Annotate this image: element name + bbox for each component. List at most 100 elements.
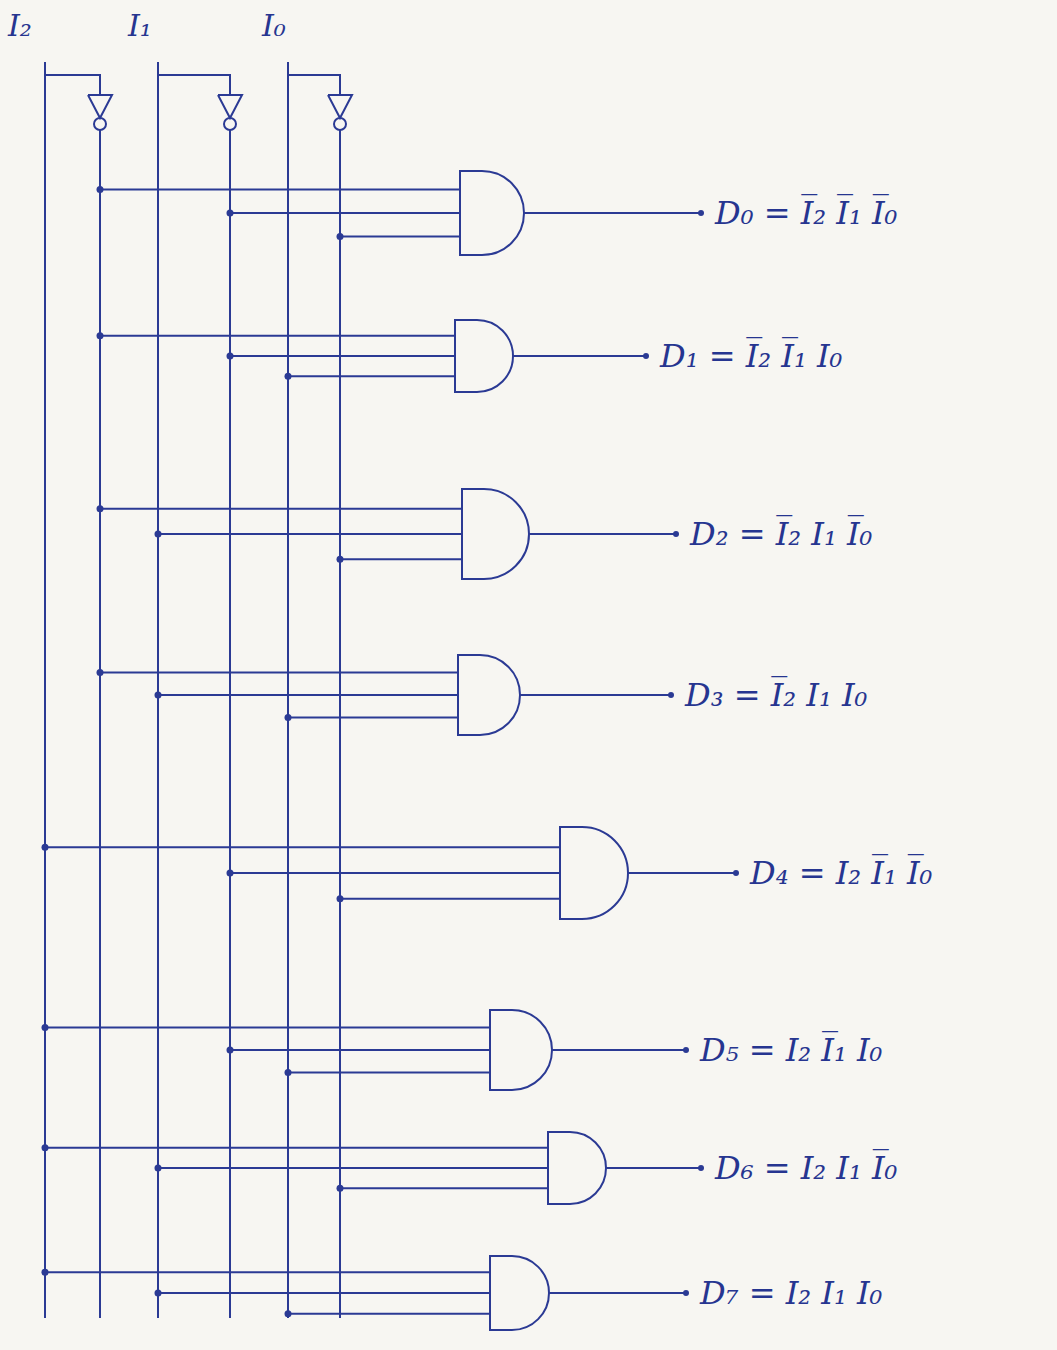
gate-input-wire (340, 1187, 548, 1189)
gate-input-wire (45, 1027, 490, 1029)
junction-dot (337, 895, 344, 902)
junction-dot (285, 1310, 292, 1317)
gate-input-wire (340, 236, 460, 238)
output-terminal (733, 870, 739, 876)
junction-dot (97, 505, 104, 512)
inverter-bubble (334, 118, 346, 130)
junction-dot (155, 692, 162, 699)
output-equation: D₃ = I̅₂ I₁ I₀ (685, 676, 867, 714)
not-gate (218, 95, 242, 118)
junction-dot (227, 210, 234, 217)
output-terminal (668, 692, 674, 698)
and-gate (97, 320, 650, 392)
output-equation: D₀ = I̅₂ I̅₁ I̅₀ (715, 194, 897, 232)
output-terminal (643, 353, 649, 359)
gate-input-wire (158, 1167, 548, 1169)
junction-dot (97, 669, 104, 676)
gate-input-wire (230, 872, 560, 874)
output-wire (549, 1292, 686, 1294)
output-wire (520, 694, 671, 696)
gate-input-wire (100, 508, 462, 510)
not-gate (88, 95, 112, 118)
and-gate (97, 489, 680, 579)
junction-dot (227, 1047, 234, 1054)
input-line (157, 62, 159, 1318)
and-gate (42, 827, 740, 919)
gate-input-wire (230, 212, 460, 214)
and-gate (97, 171, 705, 255)
input-label: I₀ (262, 8, 286, 44)
gate-input-wire (340, 558, 462, 560)
junction-dot (42, 1024, 49, 1031)
inverter-bubble (224, 118, 236, 130)
output-equation: D₄ = I₂ I̅₁ I̅₀ (750, 854, 932, 892)
gate-input-wire (158, 694, 458, 696)
junction-dot (155, 1290, 162, 1297)
gate-input-wire (158, 533, 462, 535)
junction-dot (227, 353, 234, 360)
inverter-bubble (94, 118, 106, 130)
input-line (287, 62, 289, 1318)
not-gate (328, 95, 352, 118)
and-gate (97, 655, 675, 735)
junction-dot (285, 373, 292, 380)
junction-dot (155, 1165, 162, 1172)
output-wire (628, 872, 736, 874)
gate-input-wire (45, 1147, 548, 1149)
gate-input-wire (340, 898, 560, 900)
junction-dot (227, 870, 234, 877)
junction-dot (42, 1144, 49, 1151)
output-wire (513, 355, 646, 357)
gate-input-wire (230, 355, 455, 357)
input-line (44, 62, 46, 1318)
output-terminal (683, 1047, 689, 1053)
output-equation: D₁ = I̅₂ I̅₁ I₀ (660, 337, 842, 375)
output-wire (524, 212, 701, 214)
junction-dot (42, 844, 49, 851)
junction-dot (155, 531, 162, 538)
complement-line (229, 130, 231, 1318)
complement-line (339, 130, 341, 1318)
junction-dot (337, 556, 344, 563)
output-wire (552, 1049, 686, 1051)
output-terminal (698, 1165, 704, 1171)
and-gate (42, 1132, 705, 1204)
gate-input-wire (100, 335, 455, 337)
input-label: I₂ (8, 8, 32, 44)
output-equation: D₅ = I₂ I̅₁ I₀ (700, 1031, 882, 1069)
output-wire (529, 533, 676, 535)
gate-input-wire (45, 1271, 490, 1273)
junction-dot (337, 233, 344, 240)
junction-dot (97, 186, 104, 193)
and-gate (42, 1256, 690, 1330)
junction-dot (285, 1069, 292, 1076)
junction-dot (42, 1269, 49, 1276)
output-equation: D₆ = I₂ I₁ I̅₀ (715, 1149, 897, 1187)
wiring (42, 62, 740, 1330)
gate-input-wire (100, 188, 460, 190)
gate-input-wire (158, 1292, 490, 1294)
gate-input-wire (288, 1313, 490, 1315)
junction-dot (97, 332, 104, 339)
gate-input-wire (45, 846, 560, 848)
input-label: I₁ (128, 8, 152, 44)
output-terminal (698, 210, 704, 216)
output-terminal (683, 1290, 689, 1296)
junction-dot (337, 1185, 344, 1192)
output-terminal (673, 531, 679, 537)
complement-line (99, 130, 101, 1318)
gate-input-wire (288, 716, 458, 718)
inverter-branch (288, 75, 340, 95)
inverter-branch (158, 75, 230, 95)
gate-input-wire (100, 672, 458, 674)
gate-input-wire (288, 1071, 490, 1073)
output-equation: D₇ = I₂ I₁ I₀ (700, 1274, 882, 1312)
gate-input-wire (288, 375, 455, 377)
inverter-branch (45, 75, 100, 95)
output-equation: D₂ = I̅₂ I₁ I̅₀ (690, 515, 872, 553)
junction-dot (285, 714, 292, 721)
output-wire (606, 1167, 701, 1169)
and-gate (42, 1010, 690, 1090)
gate-input-wire (230, 1049, 490, 1051)
